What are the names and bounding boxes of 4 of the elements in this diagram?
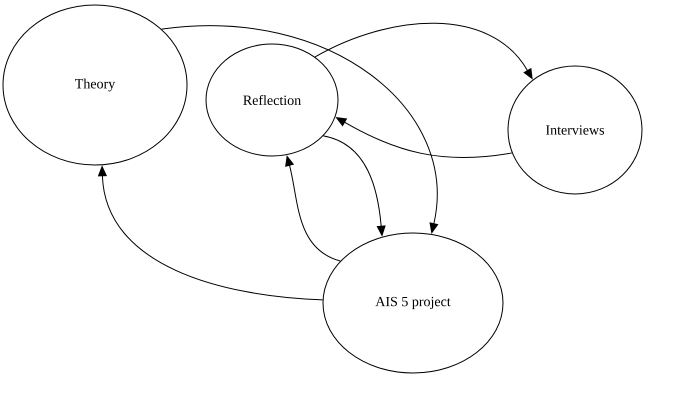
ellipse-node: Reflection [206, 44, 338, 156]
ellipse-node: AIS 5 project [322, 232, 504, 374]
ellipse-node: Theory [2, 4, 188, 166]
ellipse-node: Interviews [508, 66, 642, 194]
